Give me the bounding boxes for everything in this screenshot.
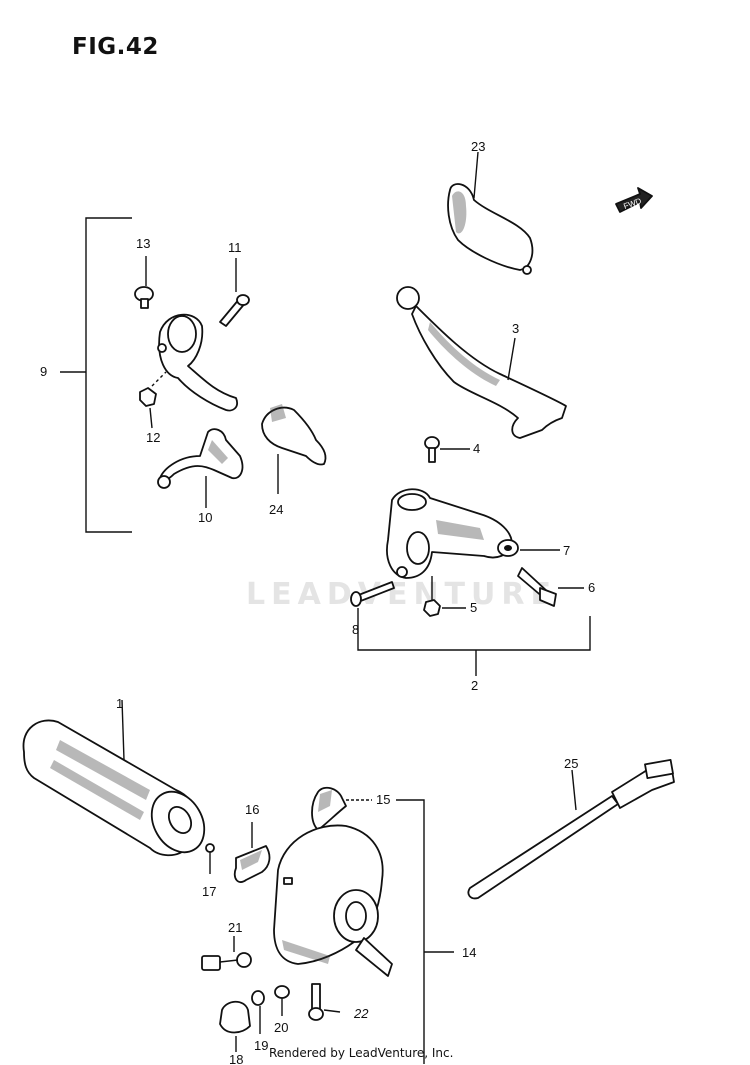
figure-title: FIG.42 <box>72 34 159 60</box>
screw-part-4 <box>424 436 470 463</box>
fwd-arrow-icon: FWD <box>615 187 653 213</box>
callout-3: 3 <box>512 321 519 336</box>
brake-lever-part-3 <box>396 286 567 439</box>
callout-21: 21 <box>228 920 242 935</box>
bolt-part-8 <box>350 581 395 620</box>
switch-part-21 <box>201 936 252 971</box>
callout-2: 2 <box>471 678 478 693</box>
pin-part-11 <box>219 258 250 327</box>
callout-7: 7 <box>563 543 570 558</box>
callout-9: 9 <box>40 364 47 379</box>
callout-5: 5 <box>470 600 477 615</box>
callout-23: 23 <box>471 139 485 154</box>
bracket-group-9 <box>60 217 132 533</box>
switch-part-19 <box>251 990 265 1034</box>
lever-cover-part-23 <box>447 151 534 275</box>
lever-part-10 <box>157 428 244 508</box>
callout-1: 1 <box>116 696 123 711</box>
watermark: LEADVENTURE <box>246 577 557 612</box>
switch-housing-part-14 <box>273 824 393 977</box>
cover-part-24 <box>261 404 327 494</box>
callout-18: 18 <box>229 1052 243 1065</box>
callout-25: 25 <box>564 756 578 771</box>
screw-part-22 <box>308 983 341 1021</box>
grip-part-1 <box>22 699 206 857</box>
callout-13: 13 <box>136 236 150 251</box>
nut-part-5 <box>423 576 466 617</box>
callout-20: 20 <box>274 1020 288 1035</box>
bolt-part-6 <box>517 567 584 607</box>
screw-part-17 <box>205 843 215 874</box>
screw-part-13 <box>134 256 154 309</box>
clutch-bracket <box>151 313 238 412</box>
nut-part-12 <box>139 387 157 429</box>
callout-11: 11 <box>228 240 242 255</box>
callout-17: 17 <box>202 884 216 899</box>
callout-12: 12 <box>146 430 160 445</box>
callout-22: 22 <box>353 1006 369 1021</box>
switch-part-20 <box>274 985 290 1016</box>
callout-14: 14 <box>462 945 476 960</box>
callout-6: 6 <box>588 580 595 595</box>
callout-4: 4 <box>473 441 480 456</box>
callout-8: 8 <box>352 622 359 637</box>
fwd-label: FWD <box>622 196 642 211</box>
callout-19: 19 <box>254 1038 268 1053</box>
callout-15: 15 <box>376 792 390 807</box>
lever-holder <box>386 488 513 579</box>
bracket-group-14 <box>396 799 454 1064</box>
washer-part-7 <box>497 539 560 557</box>
callout-16: 16 <box>245 802 259 817</box>
callout-24: 24 <box>269 502 283 517</box>
switch-part-15 <box>311 786 372 831</box>
cable-tie-part-25 <box>467 758 675 900</box>
callout-10: 10 <box>198 510 212 525</box>
credit-text: Rendered by LeadVenture, Inc. <box>269 1046 454 1060</box>
switch-part-16 <box>233 822 271 883</box>
bracket-group-2 <box>357 616 591 676</box>
switch-part-18 <box>219 1000 251 1052</box>
